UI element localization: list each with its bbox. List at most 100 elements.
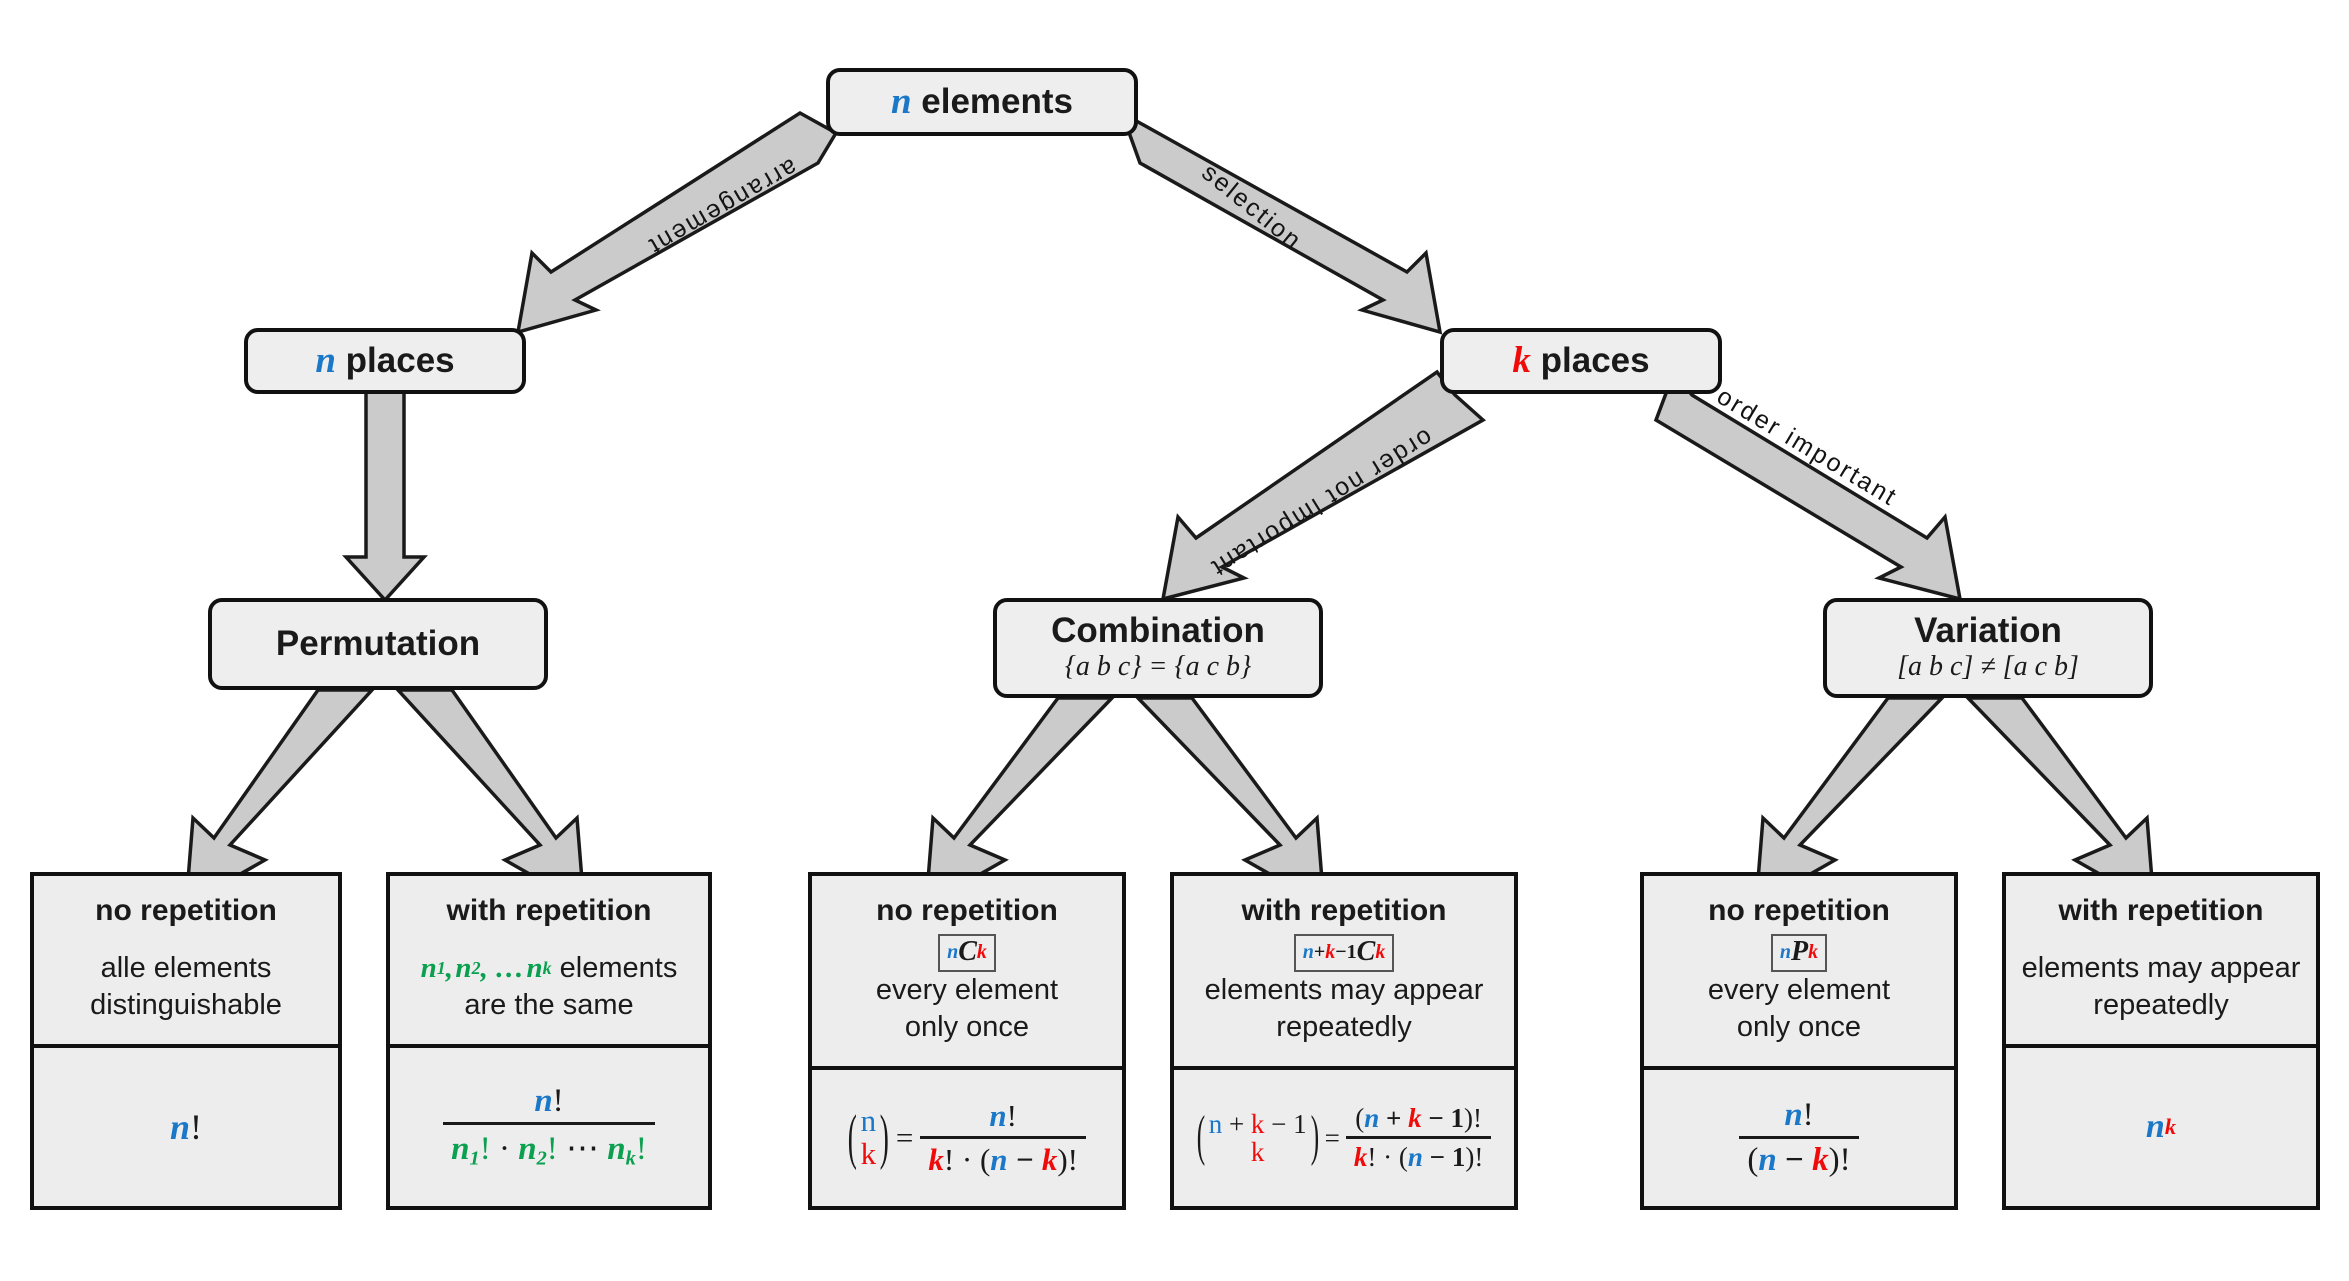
- right-paren: ): [1057, 1142, 1068, 1177]
- leaf-description-line: only once: [1736, 1010, 1862, 1043]
- arrow-variation-to-leaf-6: [1963, 696, 2157, 909]
- symbol-n: n: [860, 1103, 877, 1139]
- symbol-k: k: [1408, 1103, 1422, 1133]
- symbol-P: P: [1791, 936, 1809, 967]
- fraction: (n + k − 1)! k! · (n − 1)!: [1345, 1103, 1492, 1173]
- binomial-stack: n k: [857, 1105, 881, 1170]
- leaf-title: no repetition: [95, 894, 277, 927]
- fraction-numerator: n!: [1776, 1097, 1821, 1136]
- symbol-n: n: [1302, 941, 1314, 964]
- symbol-n: n: [1407, 1142, 1423, 1172]
- node-n-places[interactable]: n places: [244, 328, 526, 394]
- leaf-permutation-no-repetition[interactable]: no repetition alle elements distinguisha…: [30, 872, 342, 1210]
- node-combination-subtitle: {a b c} = {a c b}: [1064, 651, 1252, 683]
- leaf-description: every element only once: [1644, 972, 1954, 1046]
- node-permutation[interactable]: Permutation: [208, 598, 548, 690]
- symbol-k: k: [2164, 1114, 2177, 1139]
- symbol-k: k: [976, 941, 987, 964]
- leaf-formula-section: n! (n − k)!: [1644, 1070, 1954, 1206]
- symbol-one: 1: [1346, 941, 1357, 964]
- symbol-C: C: [1356, 936, 1376, 967]
- symbol-k: k: [1041, 1142, 1058, 1177]
- fraction-numerator: n!: [526, 1083, 571, 1122]
- symbol-one: 1: [1451, 1142, 1466, 1172]
- symbol-k: k: [860, 1136, 877, 1171]
- symbol-k: k: [1375, 941, 1386, 964]
- symbol-dot: ·: [498, 1131, 510, 1168]
- symbol-factorial: !: [1802, 1097, 1814, 1133]
- symbol-ellipsis: ⋯: [566, 1131, 600, 1168]
- node-variation-subtitle: [a b c] ≠ [a c b]: [1897, 651, 2079, 683]
- symbol-n: n: [890, 80, 912, 122]
- left-paren: (: [1398, 1142, 1408, 1172]
- formula-binomial-coefficient: ( n k ) = n! k! · (n −: [848, 1098, 1086, 1178]
- symbol-n2: n2: [518, 1131, 547, 1170]
- node-variation[interactable]: Variation [a b c] ≠ [a c b]: [1823, 598, 2153, 698]
- symbol-n: n: [2145, 1108, 2165, 1145]
- leaf-description: every element only once: [812, 972, 1122, 1046]
- symbol-n: n: [315, 339, 336, 381]
- symbol-minus: −: [1429, 1142, 1446, 1172]
- node-n-elements-text: n elements: [890, 80, 1073, 122]
- formula-variation-no-repetition: n! (n − k)!: [1739, 1097, 1859, 1179]
- fraction-numerator: (n + k − 1)!: [1347, 1103, 1490, 1136]
- symbol-n: n: [169, 1107, 191, 1147]
- right-paren: ): [1828, 1142, 1840, 1178]
- symbol-equals: =: [895, 1120, 914, 1155]
- leaf-description: elements may appear repeatedly: [1174, 972, 1514, 1046]
- symbol-factorial: !: [546, 1131, 558, 1168]
- leaf-description-word: elements: [559, 951, 678, 984]
- symbol-k: k: [1325, 941, 1336, 964]
- leaf-description-line: are the same: [464, 988, 634, 1021]
- node-n-places-label: places: [345, 340, 455, 380]
- arrow-permutation-to-leaf-2: [394, 688, 587, 909]
- arrow-combination-to-leaf-4: [1133, 696, 1327, 909]
- symbol-k: k: [1353, 1142, 1368, 1172]
- fraction-denominator: k! · (n − k)!: [920, 1136, 1086, 1178]
- symbol-n: n: [1758, 1142, 1777, 1178]
- leaf-description: alle elements distinguishable: [34, 950, 338, 1024]
- symbol-factorial: !: [552, 1083, 564, 1120]
- leaf-description-line: only once: [904, 1010, 1030, 1043]
- node-n-elements[interactable]: n elements: [826, 68, 1138, 136]
- symbol-n: n: [989, 1098, 1007, 1133]
- fraction-denominator: n1! · n2! ⋯ nk!: [443, 1122, 655, 1171]
- leaf-variation-with-repetition[interactable]: with repetition elements may appear repe…: [2002, 872, 2320, 1210]
- symbol-n: n: [990, 1142, 1008, 1177]
- symbol-n: n: [1784, 1097, 1803, 1133]
- node-combination[interactable]: Combination {a b c} = {a c b}: [993, 598, 1323, 698]
- formula-multiset-permutation: n! n1! · n2! ⋯ nk!: [443, 1083, 655, 1171]
- fraction: n! k! · (n − k)!: [920, 1098, 1086, 1178]
- symbol-plus: +: [1313, 941, 1326, 964]
- symbol-minus: −: [1335, 941, 1347, 964]
- left-paren: (: [979, 1142, 991, 1177]
- subscript-expression: n+k−1: [1303, 941, 1357, 963]
- symbol-n: n: [947, 941, 959, 964]
- leaf-title: with repetition: [446, 894, 652, 927]
- arrow-n-places-to-permutation: [342, 383, 428, 603]
- symbol-factorial: !: [635, 1131, 647, 1168]
- formula-n-factorial: n!: [170, 1106, 202, 1148]
- right-paren: ): [1310, 1106, 1319, 1168]
- fraction-numerator: n!: [981, 1098, 1025, 1136]
- symbol-factorial: !: [1006, 1098, 1017, 1133]
- node-k-places[interactable]: k places: [1440, 328, 1722, 394]
- leaf-title: no repetition: [876, 894, 1058, 927]
- arrow-root-to-k-places: [1118, 109, 1443, 335]
- binomial-top: n + k − 1: [1209, 1108, 1307, 1139]
- symbol-k: k: [928, 1142, 944, 1177]
- symbol-factorial: !: [1067, 1142, 1078, 1177]
- leaf-title: with repetition: [1241, 894, 1447, 927]
- leaf-description-line: distinguishable: [90, 988, 282, 1021]
- leaf-description-line: every element: [1707, 973, 1891, 1006]
- symbol-minus: −: [1271, 1108, 1287, 1139]
